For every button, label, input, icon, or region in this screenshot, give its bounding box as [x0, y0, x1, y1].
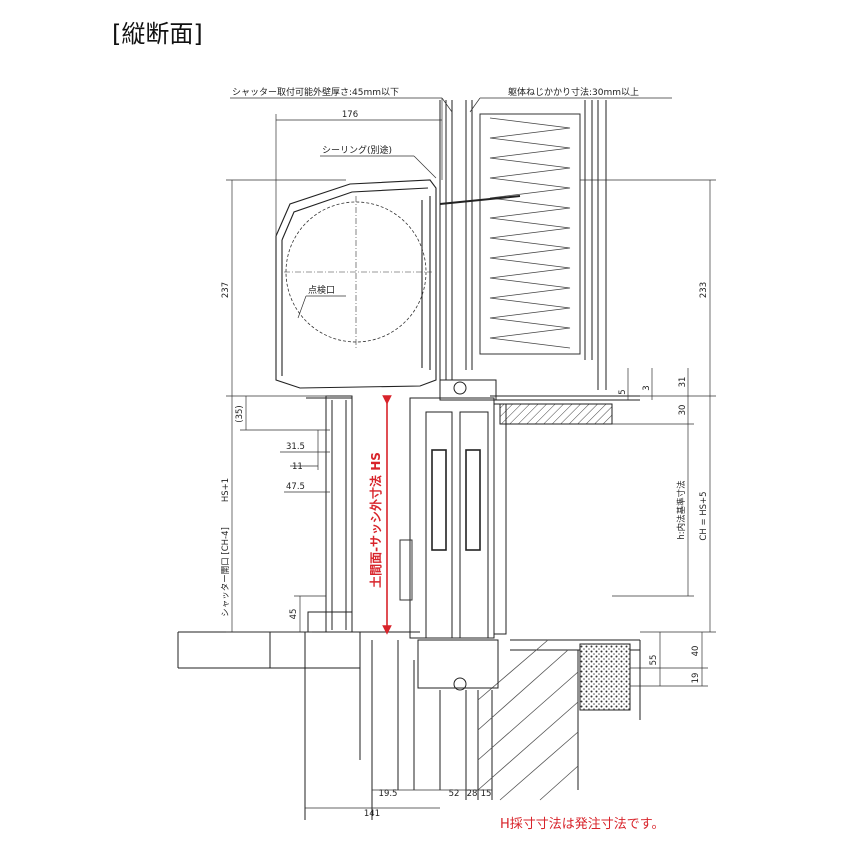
- dim-40: 40: [691, 646, 701, 657]
- dim-5: 5: [618, 389, 628, 394]
- page-title: [縦断面]: [112, 20, 203, 48]
- hs-label: 土間面-サッシ外寸法 HS: [368, 452, 383, 588]
- hs-dimension: 土間面-サッシ外寸法 HS: [368, 395, 392, 635]
- dim-31-5: 31.5: [286, 442, 305, 452]
- dim-233: 233: [699, 282, 709, 298]
- dim-19: 19: [691, 673, 701, 684]
- label-inspection: 点検口: [308, 284, 335, 296]
- dim-hs-plus1: HS+1: [221, 478, 231, 502]
- label-ch-eq: CH = HS+5: [699, 491, 709, 540]
- dim-45: 45: [289, 609, 299, 620]
- label-inner-ref: h:内法基準寸法: [676, 480, 687, 539]
- dim-31: 31: [678, 377, 688, 388]
- shutter-roll-circle: [285, 201, 427, 343]
- concrete-block: [579, 643, 631, 711]
- upper-ledge: [490, 395, 640, 425]
- label-opening: シャッター開口 [CH-4]: [221, 527, 231, 617]
- dim-176: 176: [342, 110, 358, 120]
- dim-47-5: 47.5: [286, 482, 305, 492]
- dimension-lines: [226, 97, 716, 809]
- ground-floor: [177, 631, 641, 820]
- dim-19-5: 19.5: [379, 789, 398, 799]
- seal-bracket: [439, 195, 521, 205]
- dim-52: 52: [449, 789, 460, 799]
- dim-35: (35): [235, 405, 245, 422]
- building-wall: [439, 100, 607, 390]
- dim-30: 30: [678, 405, 688, 416]
- dim-15: 15: [481, 789, 492, 799]
- dim-28: 28: [467, 789, 478, 799]
- subfloor-hatch: [477, 639, 579, 801]
- dim-141: 141: [364, 809, 380, 819]
- dim-237: 237: [221, 282, 231, 298]
- insulation-pattern: [489, 117, 571, 349]
- order-note: H採寸寸法は発注寸法です。: [500, 817, 664, 832]
- shutter-box: [275, 179, 437, 389]
- dim-11: 11: [292, 462, 303, 472]
- label-frame-screw: 躯体ねじかかり寸法:30mm以上: [508, 86, 639, 98]
- dim-55: 55: [649, 655, 659, 666]
- label-sealing: シーリング(別途): [322, 144, 392, 156]
- sill-part: [399, 539, 413, 601]
- window-sash: [409, 379, 507, 691]
- label-shutter-wall: シャッター取付可能外壁厚さ:45mm以下: [232, 86, 399, 98]
- shutter-rail: [306, 395, 353, 633]
- dim-3: 3: [642, 385, 652, 390]
